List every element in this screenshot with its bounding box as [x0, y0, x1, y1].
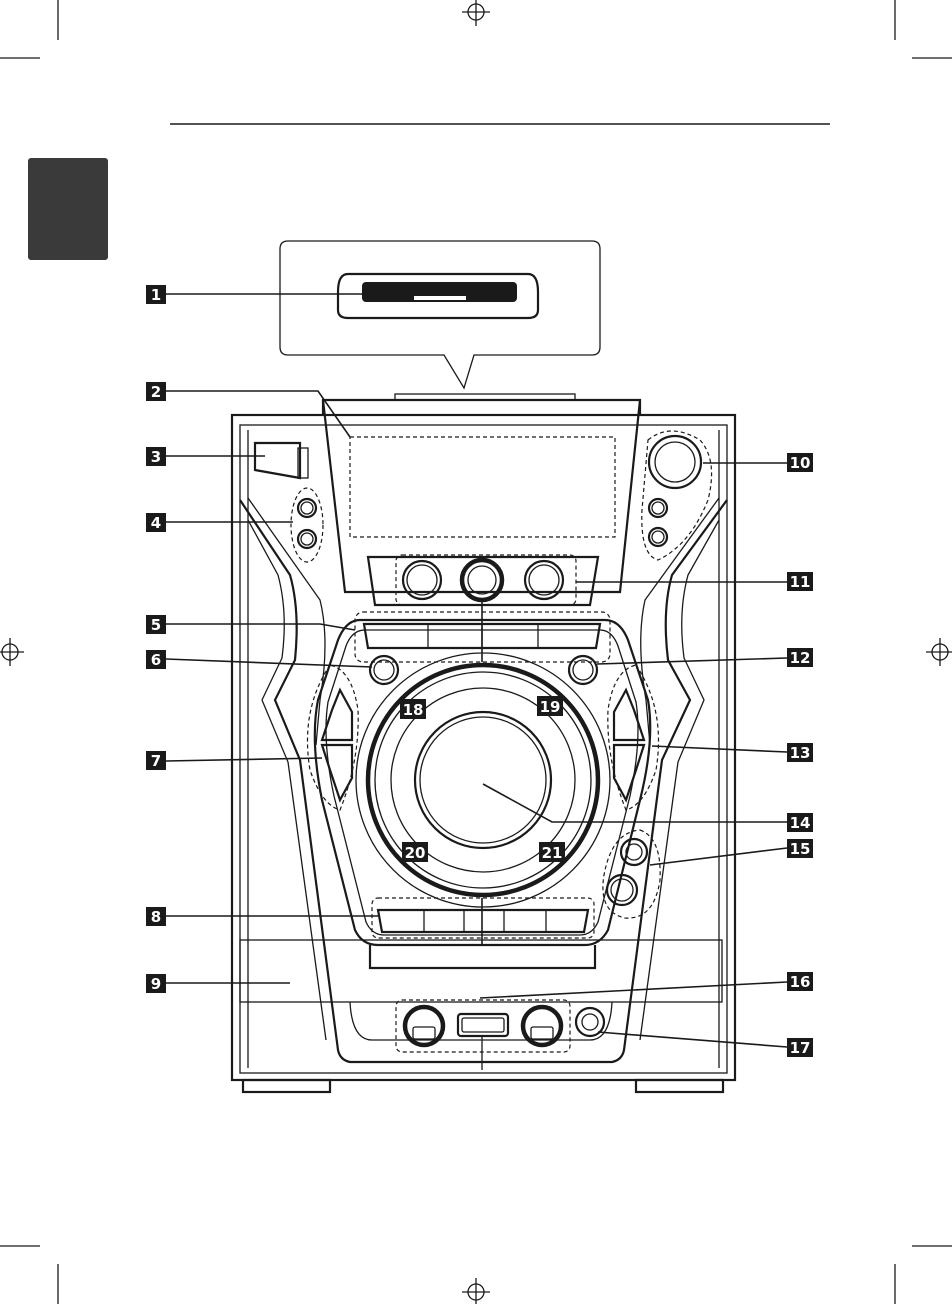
callout-badge-7: 7 [146, 751, 166, 770]
svg-text:19: 19 [540, 698, 561, 716]
crosshair-circle-icon [462, 0, 490, 26]
crosshair-circle-icon [926, 638, 952, 666]
callout-badge-11: 11 [787, 572, 813, 591]
callout-badge-14: 14 [787, 813, 813, 832]
left-small-buttons[interactable] [291, 488, 323, 562]
svg-text:15: 15 [790, 840, 811, 858]
disc-door[interactable] [255, 443, 308, 478]
svg-text:1: 1 [151, 286, 161, 304]
callout-badge-18: 18 [400, 699, 426, 719]
callout-badge-17: 17 [787, 1038, 813, 1057]
svg-text:13: 13 [790, 744, 811, 762]
svg-text:5: 5 [151, 616, 161, 634]
bottom-controls[interactable] [396, 1000, 570, 1070]
svg-text:14: 14 [790, 814, 811, 832]
display-buttons[interactable] [368, 555, 598, 605]
svg-text:20: 20 [405, 844, 426, 862]
callout-badge-1: 1 [146, 285, 166, 304]
callout-badge-6: 6 [146, 650, 166, 669]
callout-badge-10: 10 [787, 453, 813, 472]
crosshair-circle-icon [0, 638, 24, 666]
callout-badge-8: 8 [146, 907, 166, 926]
callout-badge-12: 12 [787, 648, 813, 667]
svg-text:12: 12 [790, 649, 811, 667]
display-window [350, 437, 615, 537]
svg-text:21: 21 [542, 844, 563, 862]
callout-badge-15: 15 [787, 839, 813, 858]
right-control-cluster[interactable] [642, 431, 712, 560]
svg-text:8: 8 [151, 908, 161, 926]
svg-text:4: 4 [151, 514, 161, 532]
callout-badge-21: 21 [539, 842, 565, 862]
right-round-button[interactable] [569, 656, 597, 684]
callout-badge-16: 16 [787, 972, 813, 991]
svg-text:10: 10 [790, 454, 811, 472]
callout-badge-2: 2 [146, 382, 166, 401]
svg-text:11: 11 [790, 573, 811, 591]
svg-text:6: 6 [151, 651, 161, 669]
callout-badge-9: 9 [146, 974, 166, 993]
svg-text:17: 17 [790, 1039, 811, 1057]
svg-text:18: 18 [403, 701, 424, 719]
leader-lines [166, 294, 787, 1047]
svg-text:16: 16 [790, 973, 811, 991]
chapter-side-tab [28, 158, 108, 260]
callout-badge-3: 3 [146, 447, 166, 466]
svg-text:3: 3 [151, 448, 161, 466]
svg-text:2: 2 [151, 383, 161, 401]
callout-badge-20: 20 [402, 842, 428, 862]
bottom-button-row[interactable] [372, 898, 594, 938]
central-speaker-ring [356, 653, 610, 907]
callout-badge-4: 4 [146, 513, 166, 532]
crosshair-circle-icon [462, 1278, 490, 1304]
left-round-button[interactable] [370, 656, 398, 684]
callout-badge-13: 13 [787, 743, 813, 762]
callout-badge-5: 5 [146, 615, 166, 634]
svg-text:7: 7 [151, 752, 161, 770]
svg-text:9: 9 [151, 975, 161, 993]
dock-callout-bubble [280, 241, 600, 388]
callout-badge-19: 19 [537, 696, 563, 716]
